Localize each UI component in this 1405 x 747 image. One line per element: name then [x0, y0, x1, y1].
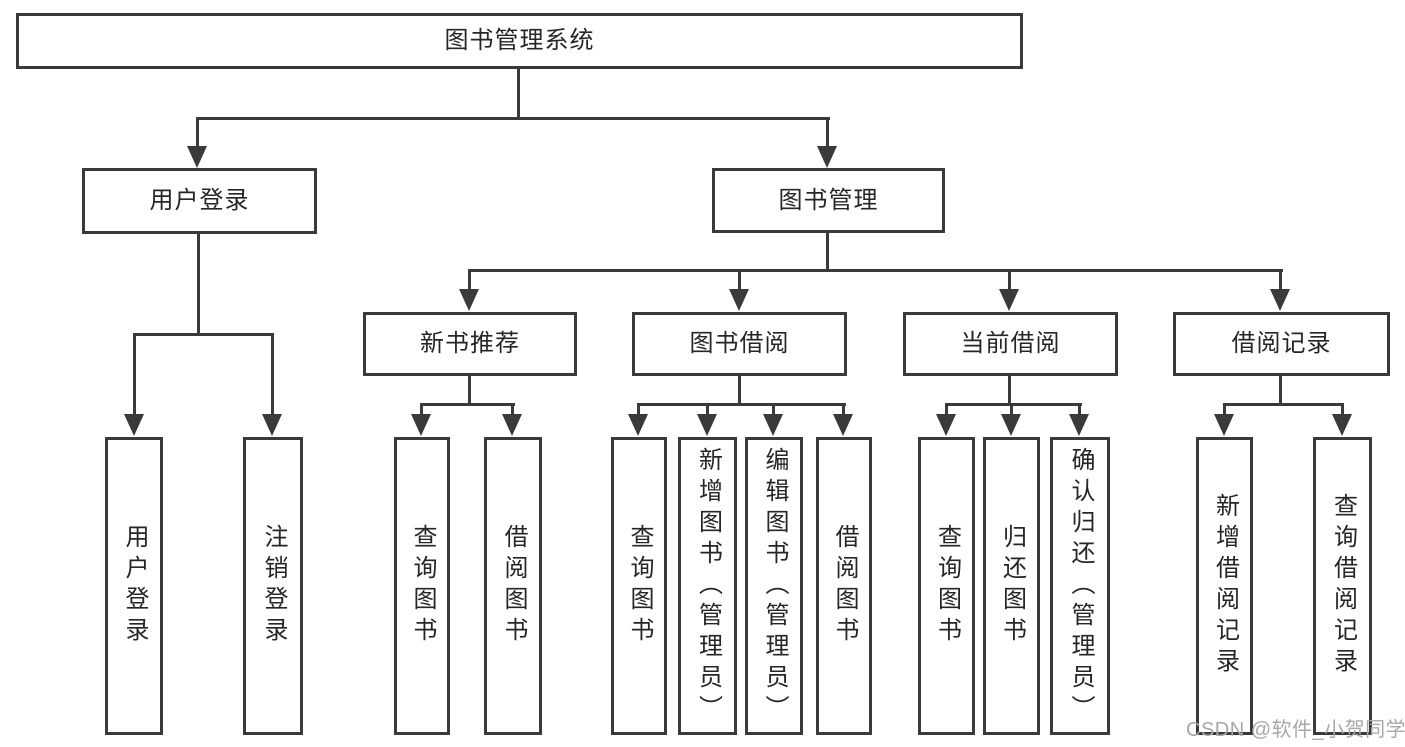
- connector-line: [945, 403, 1082, 406]
- arrow-down-icon: [1332, 414, 1352, 436]
- connector-line: [738, 375, 741, 406]
- arrow-down-icon: [1069, 414, 1089, 436]
- connector-line: [826, 232, 829, 272]
- connector-line: [468, 269, 471, 291]
- connector-line: [517, 68, 520, 119]
- connector-line: [511, 403, 514, 416]
- leaf-confirm-return-admin: 确认归还（管理员）: [1050, 437, 1110, 735]
- arrow-down-icon: [697, 414, 717, 436]
- leaf-user-login: 用户登录: [105, 437, 163, 735]
- connector-line: [1279, 269, 1282, 291]
- connector-line: [133, 333, 274, 336]
- connector-line: [468, 375, 471, 406]
- connector-line: [772, 403, 775, 416]
- node-new-book-recommendation: 新书推荐: [363, 312, 577, 376]
- node-book-management: 图书管理: [712, 168, 945, 233]
- leaf-add-borrow-record: 新增借阅记录: [1196, 437, 1253, 735]
- arrow-down-icon: [817, 146, 837, 168]
- connector-line: [826, 117, 829, 148]
- connector-line: [1279, 375, 1282, 406]
- node-user-login: 用户登录: [82, 168, 317, 234]
- connector-line: [1010, 403, 1013, 416]
- leaf-edit-book-admin: 编辑图书（管理员）: [745, 437, 803, 735]
- arrow-down-icon: [459, 289, 479, 311]
- connector-line: [842, 403, 845, 416]
- node-current-borrowing: 当前借阅: [903, 312, 1118, 376]
- connector-line: [197, 232, 200, 335]
- connector-line: [271, 333, 274, 416]
- connector-line: [706, 403, 709, 416]
- arrow-down-icon: [999, 289, 1019, 311]
- connector-line: [1078, 403, 1081, 416]
- leaf-query-books-current: 查询图书: [918, 437, 975, 735]
- arrow-down-icon: [729, 289, 749, 311]
- leaf-query-books-borrowing: 查询图书: [611, 437, 667, 735]
- leaf-return-books: 归还图书: [983, 437, 1040, 735]
- arrow-down-icon: [502, 414, 522, 436]
- connector-line: [637, 403, 640, 416]
- arrow-down-icon: [833, 414, 853, 436]
- connector-line: [1223, 403, 1344, 406]
- arrow-down-icon: [262, 414, 282, 436]
- leaf-query-books-recommend: 查询图书: [394, 437, 450, 735]
- connector-line: [1341, 403, 1344, 416]
- connector-line: [1223, 403, 1226, 416]
- arrow-down-icon: [763, 414, 783, 436]
- node-book-borrowing: 图书借阅: [632, 312, 847, 376]
- leaf-borrow-books-recommend: 借阅图书: [484, 437, 542, 735]
- node-library-management-system: 图书管理系统: [16, 13, 1023, 69]
- connector-line: [196, 117, 199, 148]
- connector-line: [945, 403, 948, 416]
- arrow-down-icon: [628, 414, 648, 436]
- leaf-query-borrow-record: 查询借阅记录: [1313, 437, 1372, 735]
- arrow-down-icon: [187, 146, 207, 168]
- arrow-down-icon: [1001, 414, 1021, 436]
- arrow-down-icon: [124, 414, 144, 436]
- arrow-down-icon: [1214, 414, 1234, 436]
- leaf-borrow-books: 借阅图书: [816, 437, 872, 735]
- leaf-logout: 注销登录: [243, 437, 303, 735]
- connector-line: [637, 403, 846, 406]
- connector-line: [420, 403, 515, 406]
- connector-line: [738, 269, 741, 291]
- arrow-down-icon: [1270, 289, 1290, 311]
- connector-line: [468, 269, 1283, 272]
- connector-line: [420, 403, 423, 416]
- connector-line: [196, 117, 830, 120]
- csdn-watermark: CSDN @软件_小贺同学: [1186, 719, 1405, 741]
- arrow-down-icon: [936, 414, 956, 436]
- node-borrowing-records: 借阅记录: [1173, 312, 1390, 376]
- connector-line: [1008, 375, 1011, 406]
- arrow-down-icon: [411, 414, 431, 436]
- connector-line: [133, 333, 136, 416]
- connector-line: [1008, 269, 1011, 291]
- leaf-add-book-admin: 新增图书（管理员）: [678, 437, 737, 735]
